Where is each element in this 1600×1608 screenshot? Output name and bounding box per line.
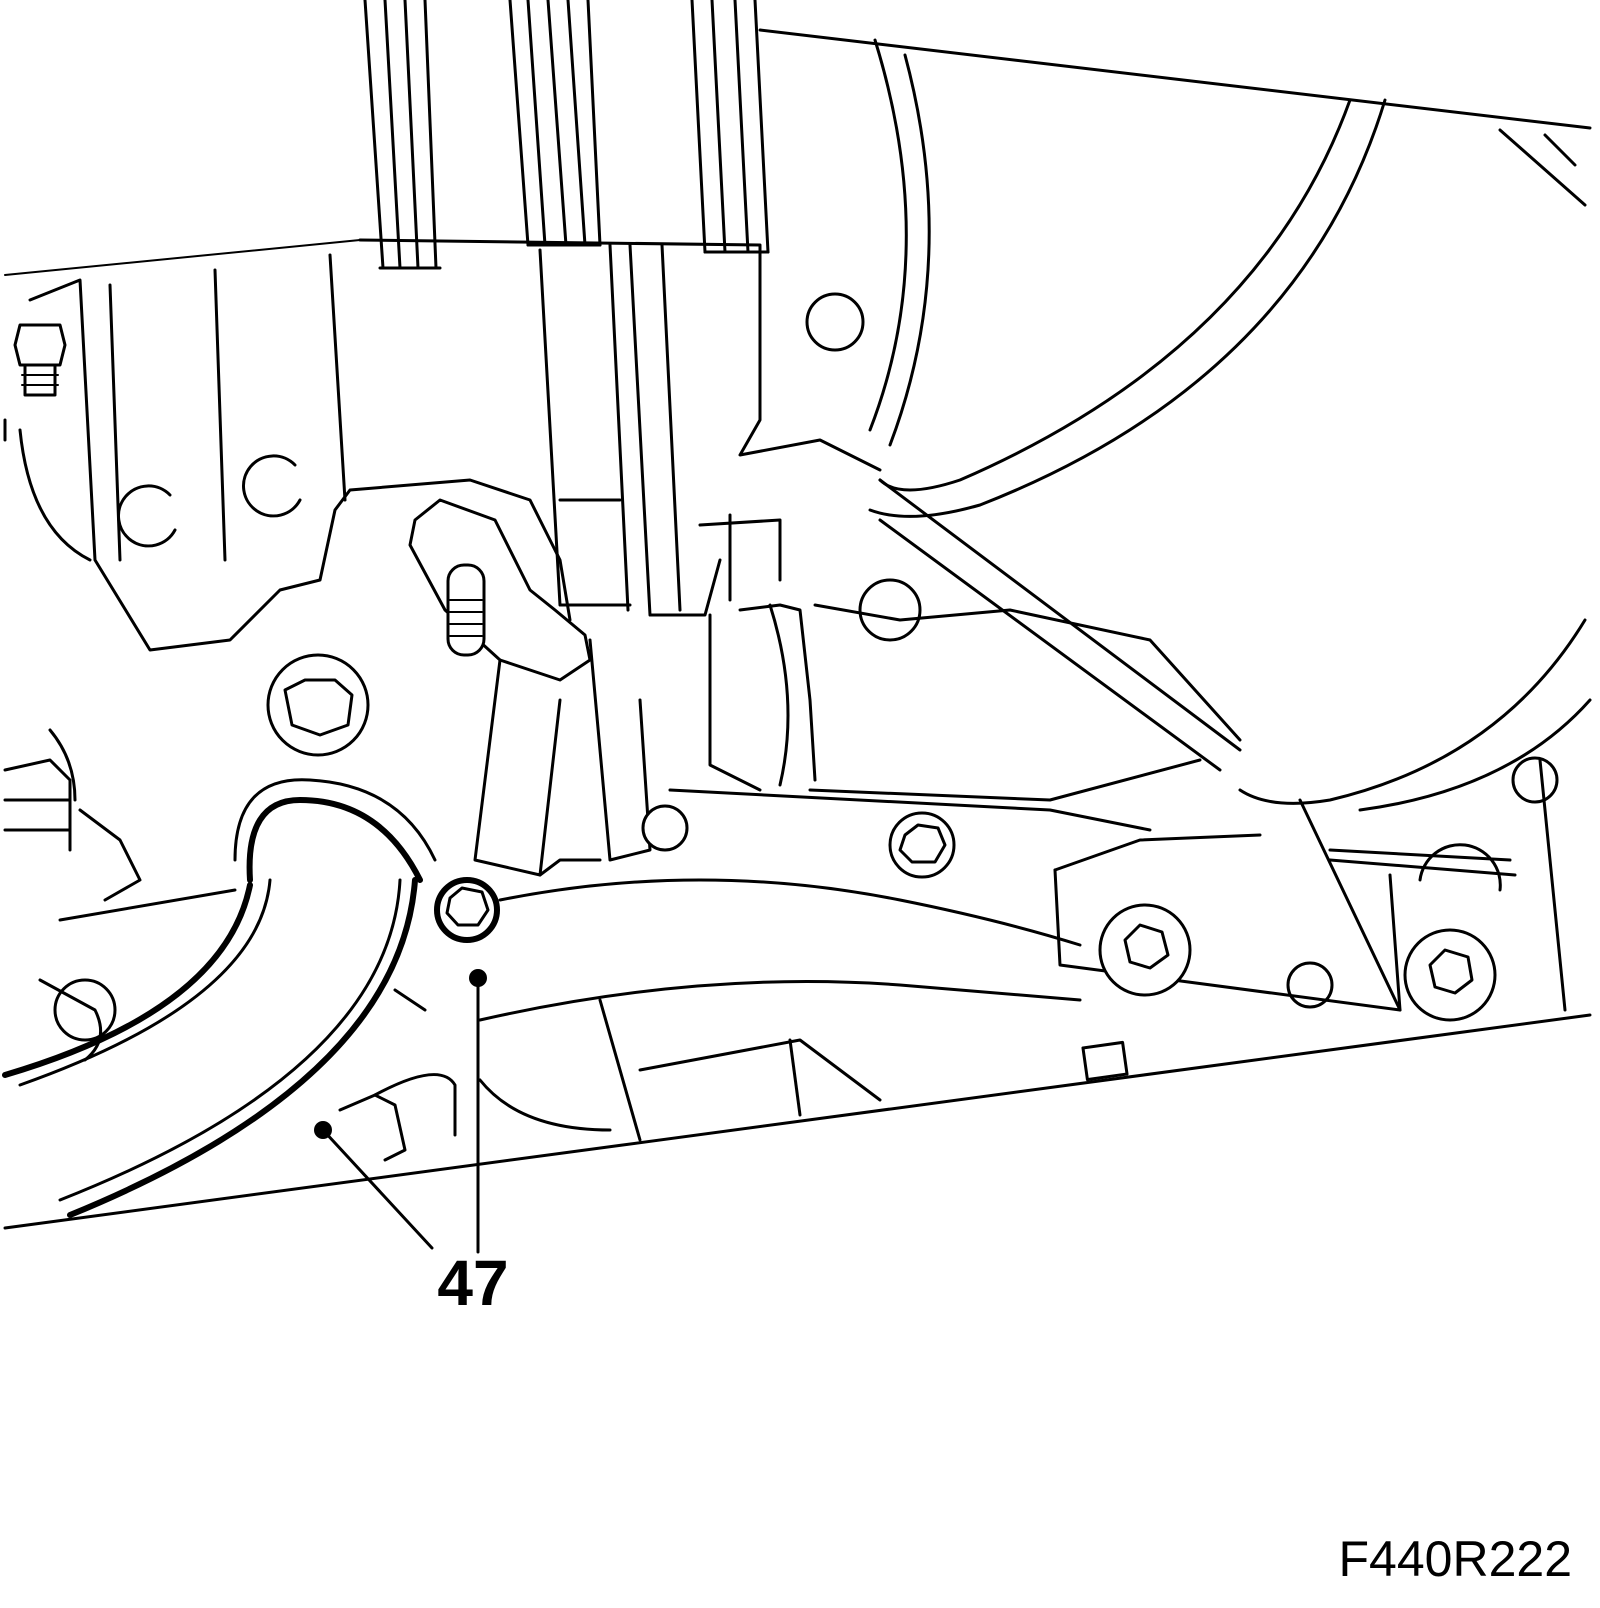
- cutaway-boundary: [3, 28, 1592, 1230]
- subframe-crossmember: [478, 788, 1402, 1142]
- crossmember-bolts: [888, 756, 1559, 1022]
- bracket-arm: [473, 638, 689, 877]
- hose-clamp-bolt: [434, 877, 500, 943]
- left-mount-bolt: [266, 653, 370, 757]
- drive-shaft-boot: [698, 513, 1242, 802]
- diagonal-link-rod: [878, 478, 1242, 772]
- callout-label-47: 47: [437, 1247, 508, 1319]
- mounting-stud: [408, 498, 592, 682]
- upper-support-rods: [363, 0, 770, 270]
- figure-id: F440R222: [1338, 1531, 1573, 1587]
- right-bracket: [1298, 758, 1567, 1012]
- left-side-components: [3, 728, 237, 1062]
- coolant-hose: [2, 877, 418, 1218]
- hose-connector: [338, 988, 457, 1162]
- hose-clamp-ring: [233, 778, 437, 883]
- engine-mount-bracket: [3, 238, 882, 652]
- upper-left-bolt: [13, 323, 67, 397]
- callout-leaders: [314, 969, 487, 1254]
- transmission-housing: [805, 38, 1592, 812]
